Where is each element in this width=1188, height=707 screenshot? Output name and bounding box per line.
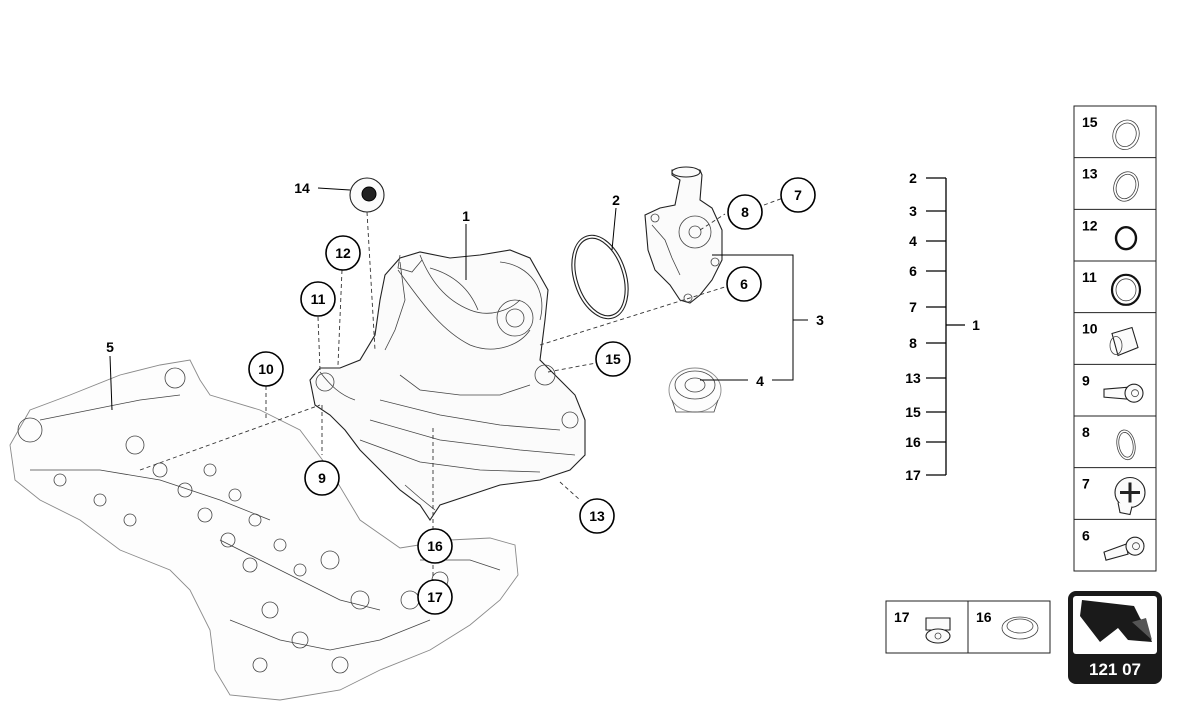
tree-child-17: 17: [905, 467, 921, 483]
tree-child-3: 3: [909, 203, 917, 219]
svg-text:9: 9: [318, 470, 326, 486]
legend-cell-17: 17: [894, 609, 951, 644]
solid-leaders: [109, 187, 808, 411]
legend-label-17: 17: [894, 609, 910, 625]
legend-cell-12: 12: [1074, 208, 1156, 251]
callout-bubble-9: 9: [304, 460, 340, 496]
cylinder-head-drawing: [9, 359, 519, 701]
legend-cell-15: 15: [1082, 114, 1140, 151]
legend-cell-11: 11: [1074, 260, 1156, 306]
callout-bubble-17: 17: [417, 579, 453, 615]
svg-text:10: 10: [258, 361, 274, 377]
svg-text:15: 15: [605, 351, 621, 367]
callout-14: 14: [294, 180, 310, 196]
callout-bubble-8: 8: [727, 194, 763, 230]
callout-bubble-6: 6: [726, 266, 762, 302]
legend-part-icon-10: [1109, 326, 1139, 357]
svg-text:12: 12: [335, 245, 351, 261]
legend-cell-10: 10: [1074, 312, 1156, 357]
callout-3: 3: [816, 312, 824, 328]
callout-4: 4: [756, 373, 764, 389]
legend-label-15: 15: [1082, 114, 1098, 130]
callout-2: 2: [612, 192, 620, 208]
legend-label-8: 8: [1082, 424, 1090, 440]
callout-bubble-15: 15: [595, 341, 631, 377]
legend-cell-9: 9: [1074, 363, 1156, 403]
arrow-icon: [1080, 600, 1152, 642]
legend-label-11: 11: [1082, 269, 1097, 285]
legend-part-icon-13: [1113, 171, 1139, 202]
legend-label-12: 12: [1082, 217, 1098, 233]
callout-bubble-12: 12: [325, 235, 361, 271]
outlet-cover-drawing: [644, 166, 723, 304]
svg-text:11: 11: [311, 291, 326, 307]
tree-child-6: 6: [909, 263, 917, 279]
svg-text:6: 6: [740, 276, 748, 292]
legend-cell-7: 7: [1074, 467, 1156, 516]
legend-part-icon-8: [1116, 429, 1136, 461]
thermostat-drawing: [668, 367, 722, 413]
legend-label-13: 13: [1082, 166, 1098, 182]
svg-text:8: 8: [741, 204, 749, 220]
legend-cell-6: 6: [1074, 518, 1156, 561]
legend-label-10: 10: [1082, 321, 1098, 337]
callout-bubble-7: 7: [780, 177, 816, 213]
tree-child-7: 7: [909, 299, 917, 315]
legend-part-icon-9: [1103, 383, 1144, 403]
svg-text:7: 7: [794, 187, 802, 203]
legend-part-icon-12: [1114, 225, 1138, 251]
legend-cell-16: 16: [976, 609, 1039, 640]
tree-children: 2 3 4 6 7 8 13 15 16 17: [905, 170, 946, 483]
tree-child-13: 13: [905, 370, 921, 386]
o-ring-drawing: [571, 234, 629, 320]
assembly-tree: 1 2 3 4 6 7 8 13 15 16 17: [905, 170, 980, 483]
main-housing-drawing: [309, 249, 586, 521]
legend-part-icon-15: [1112, 119, 1140, 151]
tree-child-15: 15: [905, 404, 921, 420]
callout-1: 1: [462, 208, 470, 224]
legend-label-7: 7: [1082, 476, 1090, 492]
callout-5: 5: [106, 339, 114, 355]
tree-child-16: 16: [905, 434, 921, 450]
legend-part-icon-17: [925, 617, 951, 644]
diagram-code-badge: 121 07: [1068, 591, 1162, 684]
diagram-code: 121 07: [1089, 660, 1141, 679]
svg-text:16: 16: [427, 538, 443, 554]
legend-label-9: 9: [1082, 372, 1090, 388]
tree-child-8: 8: [909, 335, 917, 351]
legend-part-icon-16: [1001, 616, 1039, 640]
plain-callouts: 14 1 2 3 4 5: [106, 180, 824, 389]
callout-bubble-11: 11: [300, 281, 336, 317]
svg-text:13: 13: [589, 508, 605, 524]
legend-part-icon-6: [1103, 536, 1145, 561]
legend-cell-13: 13: [1074, 157, 1156, 202]
dashed-leaders: [139, 197, 784, 580]
tree-parent: 1: [972, 317, 980, 333]
legend-part-icon-7: [1114, 476, 1146, 516]
svg-text:17: 17: [427, 589, 443, 605]
legend-column: 15 13 12 11 10 9 8 7 6: [1073, 105, 1157, 572]
tree-child-2: 2: [909, 170, 917, 186]
callout-bubble-10: 10: [248, 351, 284, 387]
tree-child-4: 4: [909, 233, 917, 249]
legend-label-16: 16: [976, 609, 992, 625]
legend-label-6: 6: [1082, 527, 1090, 543]
legend-part-icon-11: [1110, 273, 1142, 306]
callout-bubble-16: 16: [417, 528, 453, 564]
callout-bubble-13: 13: [579, 498, 615, 534]
legend-cell-8: 8: [1074, 415, 1156, 461]
cap-drawing: [349, 177, 385, 213]
